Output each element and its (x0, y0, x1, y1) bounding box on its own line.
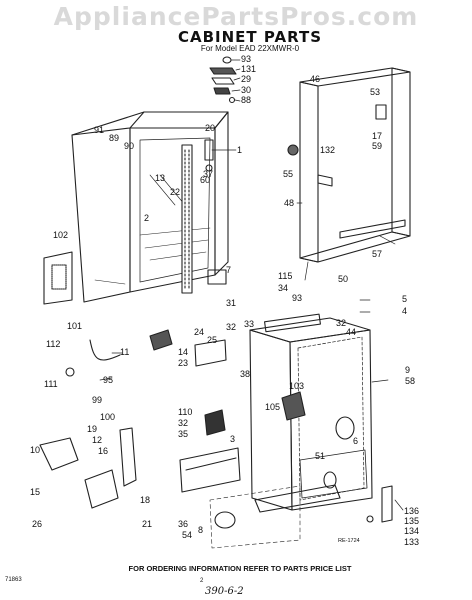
callout-110: 110 (178, 407, 193, 417)
callout-8: 8 (198, 525, 204, 535)
callout-31: 31 (226, 298, 237, 308)
callout-12: 12 (92, 435, 103, 445)
callout-25: 25 (207, 335, 218, 345)
callout-102: 102 (53, 230, 69, 240)
callout-133: 133 (404, 537, 420, 547)
callout-135: 135 (404, 516, 420, 526)
callout-17: 17 (372, 131, 383, 141)
callout-136: 136 (404, 506, 420, 516)
callout-103: 103 (289, 381, 305, 391)
callout-57: 57 (372, 249, 383, 259)
callout-89: 89 (109, 133, 120, 143)
callout-10: 10 (30, 445, 41, 455)
callout-44: 44 (346, 327, 357, 337)
callout-132: 132 (320, 145, 336, 155)
callout-35: 35 (178, 429, 189, 439)
callout-13: 13 (155, 173, 166, 183)
callout-53: 53 (370, 87, 381, 97)
callout-100: 100 (100, 412, 116, 422)
callout-90: 90 (124, 141, 135, 151)
callout-30: 30 (241, 85, 252, 95)
callout-32: 32 (226, 322, 237, 332)
callout-38: 38 (240, 369, 251, 379)
footer-code: 71863 (5, 577, 22, 583)
callout-55: 55 (283, 169, 294, 179)
callout-112: 112 (46, 339, 61, 349)
callout-3: 3 (230, 434, 236, 444)
callout-101: 101 (67, 321, 83, 331)
callout-37: 37 (203, 169, 214, 179)
callout-5: 5 (402, 294, 408, 304)
callout-29: 29 (241, 74, 252, 84)
callout-115: 115 (278, 271, 293, 281)
callout-46: 46 (310, 74, 321, 84)
callout-7: 7 (226, 265, 232, 275)
page-number: 2 (200, 578, 204, 584)
callout-54: 54 (182, 530, 193, 540)
callout-93b: 93 (292, 293, 303, 303)
callout-26: 26 (32, 519, 43, 529)
callout-18: 18 (140, 495, 151, 505)
callout-19: 19 (87, 424, 98, 434)
callout-22: 22 (170, 187, 181, 197)
callout-134: 134 (404, 526, 420, 536)
callout-60: 60 (200, 175, 211, 185)
callout-24: 24 (194, 327, 205, 337)
callout-105: 105 (265, 402, 281, 412)
callout-48: 48 (284, 198, 295, 208)
callout-50: 50 (338, 274, 349, 284)
callout-23: 23 (178, 358, 189, 368)
callout-16: 16 (98, 446, 109, 456)
callout-33: 33 (244, 319, 255, 329)
callout-9: 9 (405, 365, 411, 375)
callout-88: 88 (241, 95, 252, 105)
callout-51: 51 (315, 451, 326, 461)
callout-6: 6 (353, 436, 359, 446)
drawing-reference: RE-1724 (338, 538, 360, 544)
callout-1: 1 (237, 145, 243, 155)
callout-95: 95 (103, 375, 114, 385)
callout-15: 15 (30, 487, 41, 497)
callout-32c: 32 (178, 418, 189, 428)
callout-58: 58 (405, 376, 416, 386)
callout-131: 131 (241, 64, 257, 74)
page-title: CABINET PARTS (177, 28, 323, 46)
handwritten-note: 390-6-2 (205, 586, 244, 597)
top-hinge-parts (209, 56, 237, 104)
callout-20: 20 (205, 123, 216, 133)
freezer-door-gasket (287, 67, 411, 263)
callout-59: 59 (372, 141, 383, 151)
cabinet-shell (71, 111, 229, 303)
refrigerator-door (209, 313, 373, 549)
callout-111: 111 (44, 379, 58, 389)
lower-left-parts (39, 251, 393, 529)
callout-34: 34 (278, 283, 289, 293)
callout-4: 4 (402, 306, 408, 316)
model-subtitle: For Model EAD 22XMWR-0 (200, 44, 300, 53)
callout-2: 2 (144, 213, 150, 223)
callout-36: 36 (178, 519, 189, 529)
callout-91: 91 (94, 125, 105, 135)
callout-14: 14 (178, 347, 189, 357)
leader-lines (99, 59, 404, 511)
ordering-note: FOR ORDERING INFORMATION REFER TO PARTS … (128, 564, 352, 573)
callout-21: 21 (142, 519, 153, 529)
callout-32b: 32 (336, 318, 347, 328)
callout-99: 99 (92, 395, 103, 405)
callout-11: 11 (120, 347, 130, 357)
callout-93: 93 (241, 54, 252, 64)
